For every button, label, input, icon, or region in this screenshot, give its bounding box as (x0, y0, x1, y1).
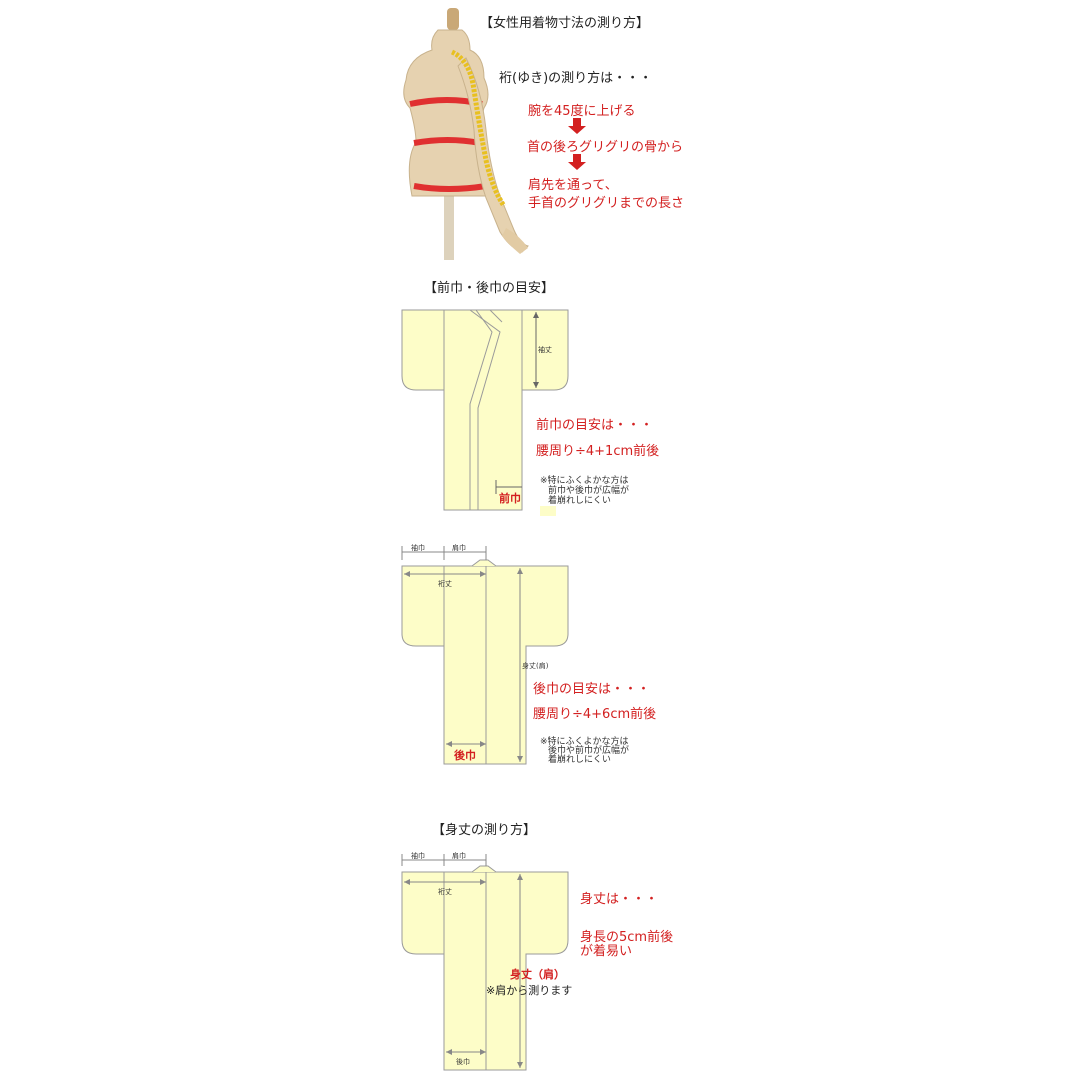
maehaba-formula: 腰周り÷4+1cm前後 (536, 444, 660, 459)
mitake-kata-label: 身丈(肩) (522, 662, 549, 670)
ushirohaba-heading: 後巾の目安は・・・ (533, 682, 651, 697)
ushirohaba-label: 後巾 (454, 749, 476, 762)
mitake-heading: 身丈は・・・ (580, 892, 659, 907)
maehaba-note-3: 着崩れしにくい (548, 496, 611, 506)
maehaba-heading: 前巾の目安は・・・ (536, 418, 654, 433)
step-raise-arm: 腕を45度に上げる (528, 104, 636, 119)
mitake-desc-2: が着易い (580, 944, 633, 959)
mitake-label: 身丈（肩） (510, 968, 565, 981)
ushirohaba-label-2: 後巾 (456, 1058, 470, 1066)
mannequin (403, 8, 529, 260)
sodehaba-label: 袖巾 (411, 544, 425, 552)
yuki-label: 裄丈 (438, 580, 452, 588)
front-kimono-diagram (401, 309, 569, 516)
mitake-note: ※肩から測ります (486, 984, 573, 997)
ushirohaba-note-1: ※特にふくよかな方は (540, 737, 629, 747)
step-shoulder: 肩先を通って、 (528, 178, 618, 193)
ushirohaba-note-3: 着崩れしにくい (548, 755, 611, 765)
back-kimono-diagram (401, 546, 569, 765)
measuring-tape (450, 49, 507, 208)
yuki-label-2: 裄丈 (438, 888, 452, 896)
section2-title: 【前巾・後巾の目安】 (424, 281, 555, 296)
ushirohaba-note-2: 後巾や前巾が広幅が (548, 746, 630, 756)
yuki-heading: 裄(ゆき)の測り方は・・・ (499, 71, 653, 86)
down-arrow-icon (568, 154, 586, 170)
maehaba-note-1: ※特にふくよかな方は (540, 476, 629, 486)
ushirohaba-formula: 腰周り÷4+6cm前後 (533, 707, 657, 722)
section3-title: 【身丈の測り方】 (432, 823, 537, 838)
katahaba-label-2: 肩巾 (452, 852, 466, 860)
down-arrow-icon (568, 118, 586, 134)
section1-title: 【女性用着物寸法の測り方】 (480, 16, 650, 31)
step-wrist: 手首のグリグリまでの長さ (528, 196, 685, 211)
sodehaba-label-2: 袖巾 (411, 852, 425, 860)
mitake-desc-1: 身長の5cm前後 (580, 930, 674, 945)
maehaba-label: 前巾 (499, 492, 521, 505)
mitake-kimono-diagram (401, 854, 569, 1071)
katahaba-label: 肩巾 (452, 544, 466, 552)
sode-take-label: 袖丈 (538, 346, 552, 354)
step-neck-bone: 首の後ろグリグリの骨から (527, 140, 684, 155)
maehaba-note-2: 前巾や後巾が広幅が (548, 486, 630, 496)
